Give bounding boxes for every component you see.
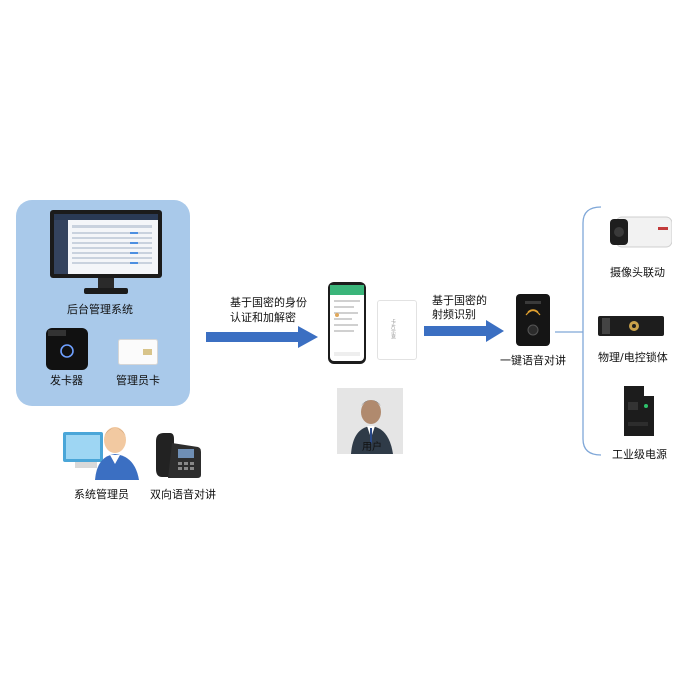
admin-card-label: 管理员卡 [116,374,160,387]
admin-card-icon [118,339,158,365]
desk-phone-icon [156,433,201,478]
monitor-label: 后台管理系统 [67,303,133,316]
arrow1-text-line2: 认证和加解密 [230,311,296,324]
arrow2-text-line2: 射频识别 [432,308,476,321]
admin-label: 系统管理员 [74,488,129,501]
camera-icon [610,216,672,248]
intercom-device-icon [516,294,550,346]
user-card-text: 卡片示意 [390,319,396,339]
arrow2-text-line1: 基于国密的 [432,294,487,307]
phone-label: 双向语音对讲 [150,488,216,501]
device-label: 一键语音对讲 [500,354,566,367]
output-label-camera: 摄像头联动 [610,266,665,279]
lock-icon [598,316,664,336]
user-label: 用户 [362,442,382,453]
monitor-icon [50,210,162,294]
arrow-right-icon-2 [424,320,504,342]
arrow1-text-line1: 基于国密的身份 [230,296,307,309]
output-label-lock: 物理/电控锁体 [598,351,668,364]
mobile-phone-icon [328,282,366,364]
card-reader-icon [46,328,88,370]
admin-person-icon [63,427,139,480]
card-reader-label: 发卡器 [50,374,83,387]
arrow-right-icon [206,326,318,348]
user-card-icon: 卡片示意 [377,300,417,360]
bracket-connector [555,206,602,456]
output-label-power: 工业级电源 [612,448,667,461]
user-person-icon [351,400,393,454]
power-supply-icon [624,386,654,436]
user-avatar: 用户 [337,388,403,454]
